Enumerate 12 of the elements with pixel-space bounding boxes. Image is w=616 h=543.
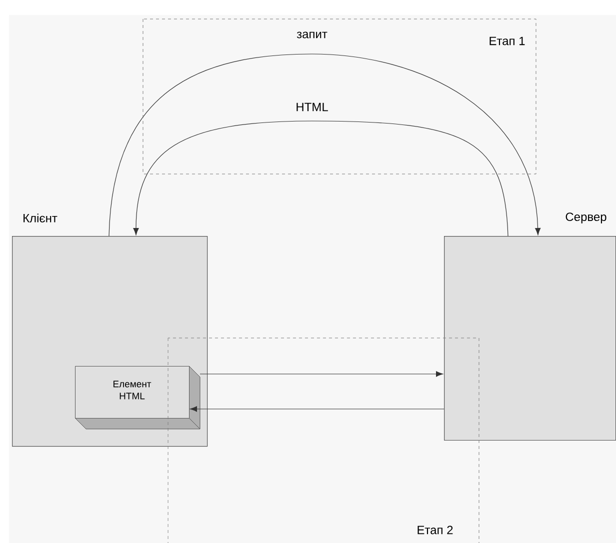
element-block: Елемент HTML — [74, 366, 200, 430]
stage-label: Етап 1 — [490, 36, 525, 46]
request-arrow — [108, 54, 541, 236]
node-label: Сервер — [566, 212, 606, 224]
arrow — [190, 406, 444, 412]
edge-label: HTML — [294, 101, 330, 113]
server-box: Сервер — [444, 212, 616, 441]
arrow — [200, 371, 444, 377]
response-arrow — [133, 120, 508, 236]
node-label: Клієнт — [24, 214, 58, 222]
stage-label: Етап 2 — [418, 526, 453, 534]
edge-label: запит — [295, 30, 329, 40]
